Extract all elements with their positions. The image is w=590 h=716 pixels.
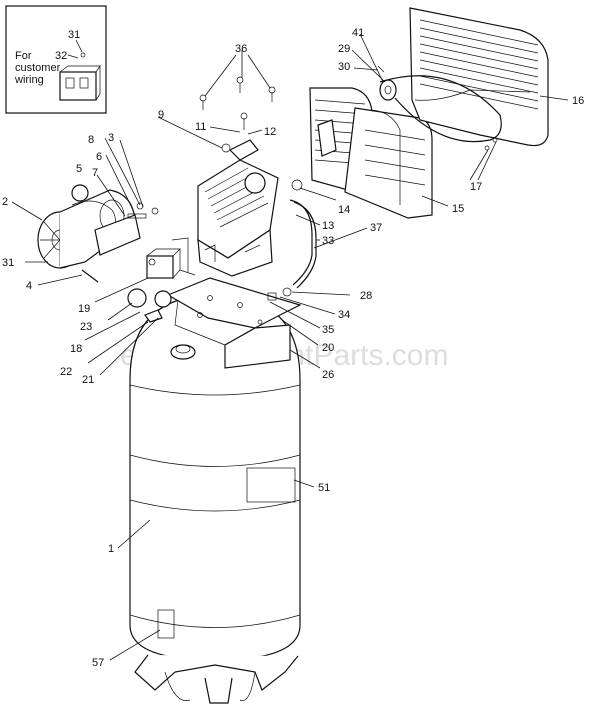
callout-5: 5 xyxy=(76,163,82,175)
callout-41: 41 xyxy=(352,27,364,39)
washer-12-icon xyxy=(221,143,231,153)
callout-31: 31 xyxy=(2,257,14,269)
mounting-bracket-icon xyxy=(166,277,302,369)
pressure-gauge-icon xyxy=(127,288,147,308)
callout-51: 51 xyxy=(318,482,330,494)
callout-15: 15 xyxy=(452,203,464,215)
callout-35: 35 xyxy=(322,324,334,336)
customer-wiring-inset: For customer wiring 31 32 xyxy=(5,5,107,114)
callout-22: 22 xyxy=(60,366,72,378)
compressor-pump-icon xyxy=(197,139,279,277)
pressure-switch-icon xyxy=(146,237,196,279)
callout-33: 33 xyxy=(322,235,334,247)
callout-1: 1 xyxy=(108,543,114,555)
regulator-icon xyxy=(144,309,163,323)
tank-label-plate xyxy=(246,467,296,503)
callout-57: 57 xyxy=(92,657,104,669)
callout-3: 3 xyxy=(108,132,114,144)
callout-11: 11 xyxy=(195,121,206,133)
callout-28: 28 xyxy=(360,290,372,302)
fitting-14-icon xyxy=(291,179,303,191)
callout-16: 16 xyxy=(572,95,584,107)
callout-labels: 2 3 8 6 5 7 9 11 12 36 31 4 19 23 18 22 … xyxy=(2,27,584,669)
callout-17: 17 xyxy=(470,181,482,193)
inset-caption-line-1: For xyxy=(15,50,32,62)
callout-14: 14 xyxy=(338,204,350,216)
inset-label-32: 32 xyxy=(55,50,67,62)
callout-4: 4 xyxy=(26,280,32,292)
inset-caption-line-3: wiring xyxy=(14,74,44,86)
inset-caption-line-2: customer xyxy=(15,62,61,74)
callout-34: 34 xyxy=(338,309,350,321)
inner-belt-guard-icon xyxy=(309,87,433,219)
callout-21: 21 xyxy=(82,374,94,386)
air-tank-icon xyxy=(129,294,301,704)
pulley-29-icon xyxy=(379,79,397,101)
callout-23: 23 xyxy=(80,321,92,333)
setscrew-30-icon xyxy=(377,65,385,73)
belt-and-pulley-icon xyxy=(377,65,502,151)
callout-leaders xyxy=(11,33,569,661)
wiring-switch-icon xyxy=(59,71,97,101)
tank-warning-label xyxy=(157,609,175,639)
callout-9: 9 xyxy=(158,109,164,121)
callout-19: 19 xyxy=(78,303,90,315)
electric-motor-icon xyxy=(37,184,159,269)
inset-label-31: 31 xyxy=(68,29,80,41)
callout-7: 7 xyxy=(92,167,98,179)
callout-20: 20 xyxy=(322,342,334,354)
bolts-36-icon xyxy=(199,76,276,130)
callout-8: 8 xyxy=(88,134,94,146)
callout-18: 18 xyxy=(70,343,82,355)
callout-36: 36 xyxy=(235,43,247,55)
callout-29: 29 xyxy=(338,43,350,55)
callout-13: 13 xyxy=(322,220,334,232)
motor-key-icon xyxy=(81,269,99,283)
check-valve-icon xyxy=(282,287,292,297)
callout-6: 6 xyxy=(96,151,102,163)
callout-12: 12 xyxy=(264,126,276,138)
callout-26: 26 xyxy=(322,369,334,381)
tank-gauge-icon xyxy=(154,290,172,308)
callout-37: 37 xyxy=(370,222,382,234)
outer-belt-guard-icon xyxy=(409,7,549,147)
callout-30: 30 xyxy=(338,61,350,73)
callout-2: 2 xyxy=(2,196,8,208)
